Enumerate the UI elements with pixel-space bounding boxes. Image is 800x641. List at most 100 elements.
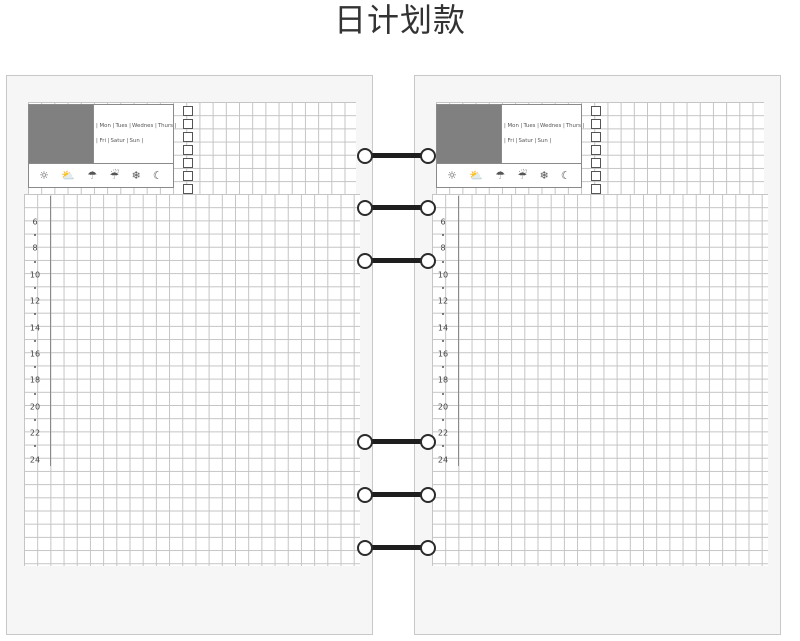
weekday-list: | Mon |Tues |Wednes |Thurs | | Fri |Satu…	[93, 105, 177, 163]
day-label: Thurs |	[157, 123, 177, 129]
binder-ring	[357, 147, 437, 165]
hour-dot	[34, 366, 36, 369]
hour-label: 8	[32, 243, 38, 253]
hour-label: 20	[437, 402, 449, 412]
sun-icon: ☼	[447, 169, 457, 182]
hour-column: 6 8 10 12 14 16 18 20 22 24	[432, 196, 459, 466]
hour-dot	[34, 260, 36, 263]
hour-dot	[34, 234, 36, 237]
hour-label: 10	[29, 270, 41, 280]
checkbox[interactable]	[183, 184, 193, 194]
day-label: Sun |	[129, 138, 144, 144]
day-label: Wednes |	[131, 123, 157, 129]
day-label: Satur |	[518, 138, 537, 144]
binder-ring	[357, 539, 437, 557]
day-label: | Fri |	[96, 138, 110, 144]
hour-label: 12	[437, 296, 449, 306]
checkbox[interactable]	[183, 171, 193, 181]
checkbox-column	[591, 106, 601, 197]
weekday-row-2: | Fri |Satur |Sun |	[96, 138, 173, 144]
hour-dot	[442, 234, 444, 237]
checkbox[interactable]	[591, 119, 601, 129]
hour-dot	[442, 287, 444, 289]
weekday-row-1: | Mon |Tues |Wednes |Thurs |	[96, 123, 177, 129]
checkbox[interactable]	[591, 184, 601, 194]
weather-row: ☼ ⛅ ☂ ☔ ❄ ☾	[437, 163, 581, 187]
hour-label: 6	[32, 217, 38, 227]
snow-icon: ❄	[131, 169, 141, 182]
binder-ring	[357, 433, 437, 451]
hour-label: 6	[440, 217, 446, 227]
day-label: | Mon |	[504, 123, 523, 129]
hour-label: 16	[437, 349, 449, 359]
header-box: | Mon |Tues |Wednes |Thurs | | Fri |Satu…	[28, 104, 177, 188]
hour-dot	[34, 419, 36, 421]
header-box: | Mon |Tues |Wednes |Thurs | | Fri |Satu…	[436, 104, 585, 188]
checkbox[interactable]	[183, 132, 193, 142]
hour-label: 14	[29, 323, 41, 333]
checkbox[interactable]	[591, 171, 601, 181]
photo-placeholder	[437, 105, 501, 163]
hour-dot	[442, 445, 444, 448]
checkbox[interactable]	[183, 145, 193, 155]
hour-dot	[442, 339, 444, 342]
hour-dot	[442, 313, 444, 316]
checkbox[interactable]	[183, 106, 193, 116]
checkbox[interactable]	[591, 132, 601, 142]
hour-dot	[442, 392, 444, 395]
planner-page-right: | Mon |Tues |Wednes |Thurs | | Fri |Satu…	[414, 75, 781, 635]
checkbox[interactable]	[183, 119, 193, 129]
day-label: | Fri |	[504, 138, 518, 144]
hour-dot	[442, 260, 444, 263]
hour-label: 18	[437, 375, 449, 385]
hour-dot	[34, 339, 36, 342]
day-label: Thurs |	[565, 123, 585, 129]
checkbox[interactable]	[591, 106, 601, 116]
hour-label: 10	[437, 270, 449, 280]
binder-ring	[357, 486, 437, 504]
hour-label: 18	[29, 375, 41, 385]
umbrella-icon: ☔	[517, 169, 528, 182]
grid-main	[432, 194, 768, 566]
hour-label: 22	[29, 428, 41, 438]
hour-dot	[34, 313, 36, 316]
checkbox[interactable]	[591, 158, 601, 168]
hour-label: 14	[437, 323, 449, 333]
checkbox[interactable]	[591, 145, 601, 155]
weather-row: ☼ ⛅ ☂ ☔ ❄ ☾	[29, 163, 173, 187]
weekday-row-2: | Fri |Satur |Sun |	[504, 138, 581, 144]
hour-label: 8	[440, 243, 446, 253]
moon-icon: ☾	[152, 169, 163, 182]
partly-cloudy-icon: ⛅	[61, 169, 75, 182]
rain-icon: ☂	[495, 169, 506, 182]
grid-main	[24, 194, 360, 566]
checkbox[interactable]	[183, 158, 193, 168]
weekday-list: | Mon |Tues |Wednes |Thurs | | Fri |Satu…	[501, 105, 585, 163]
checkbox-column	[183, 106, 193, 197]
photo-placeholder	[29, 105, 93, 163]
planner-page-left: | Mon |Tues |Wednes |Thurs | | Fri |Satu…	[6, 75, 373, 635]
page-footer	[432, 566, 768, 606]
day-label: Tues |	[523, 123, 539, 129]
umbrella-icon: ☔	[109, 169, 120, 182]
hour-dot	[442, 366, 444, 369]
sun-icon: ☼	[39, 169, 49, 182]
hour-label: 24	[29, 455, 41, 465]
page-footer	[24, 566, 360, 606]
day-label: Tues |	[115, 123, 131, 129]
weekday-row-1: | Mon |Tues |Wednes |Thurs |	[504, 123, 585, 129]
day-label: Satur |	[110, 138, 129, 144]
page-title: 日计划款	[333, 1, 466, 39]
hour-label: 22	[437, 428, 449, 438]
snow-icon: ❄	[539, 169, 549, 182]
hour-label: 20	[29, 402, 41, 412]
partly-cloudy-icon: ⛅	[469, 169, 483, 182]
moon-icon: ☾	[560, 169, 571, 182]
hour-dot	[34, 287, 36, 289]
day-label: | Mon |	[96, 123, 115, 129]
hour-dot	[442, 419, 444, 421]
hour-label: 24	[437, 455, 449, 465]
hour-dot	[34, 445, 36, 448]
day-label: Sun |	[537, 138, 552, 144]
